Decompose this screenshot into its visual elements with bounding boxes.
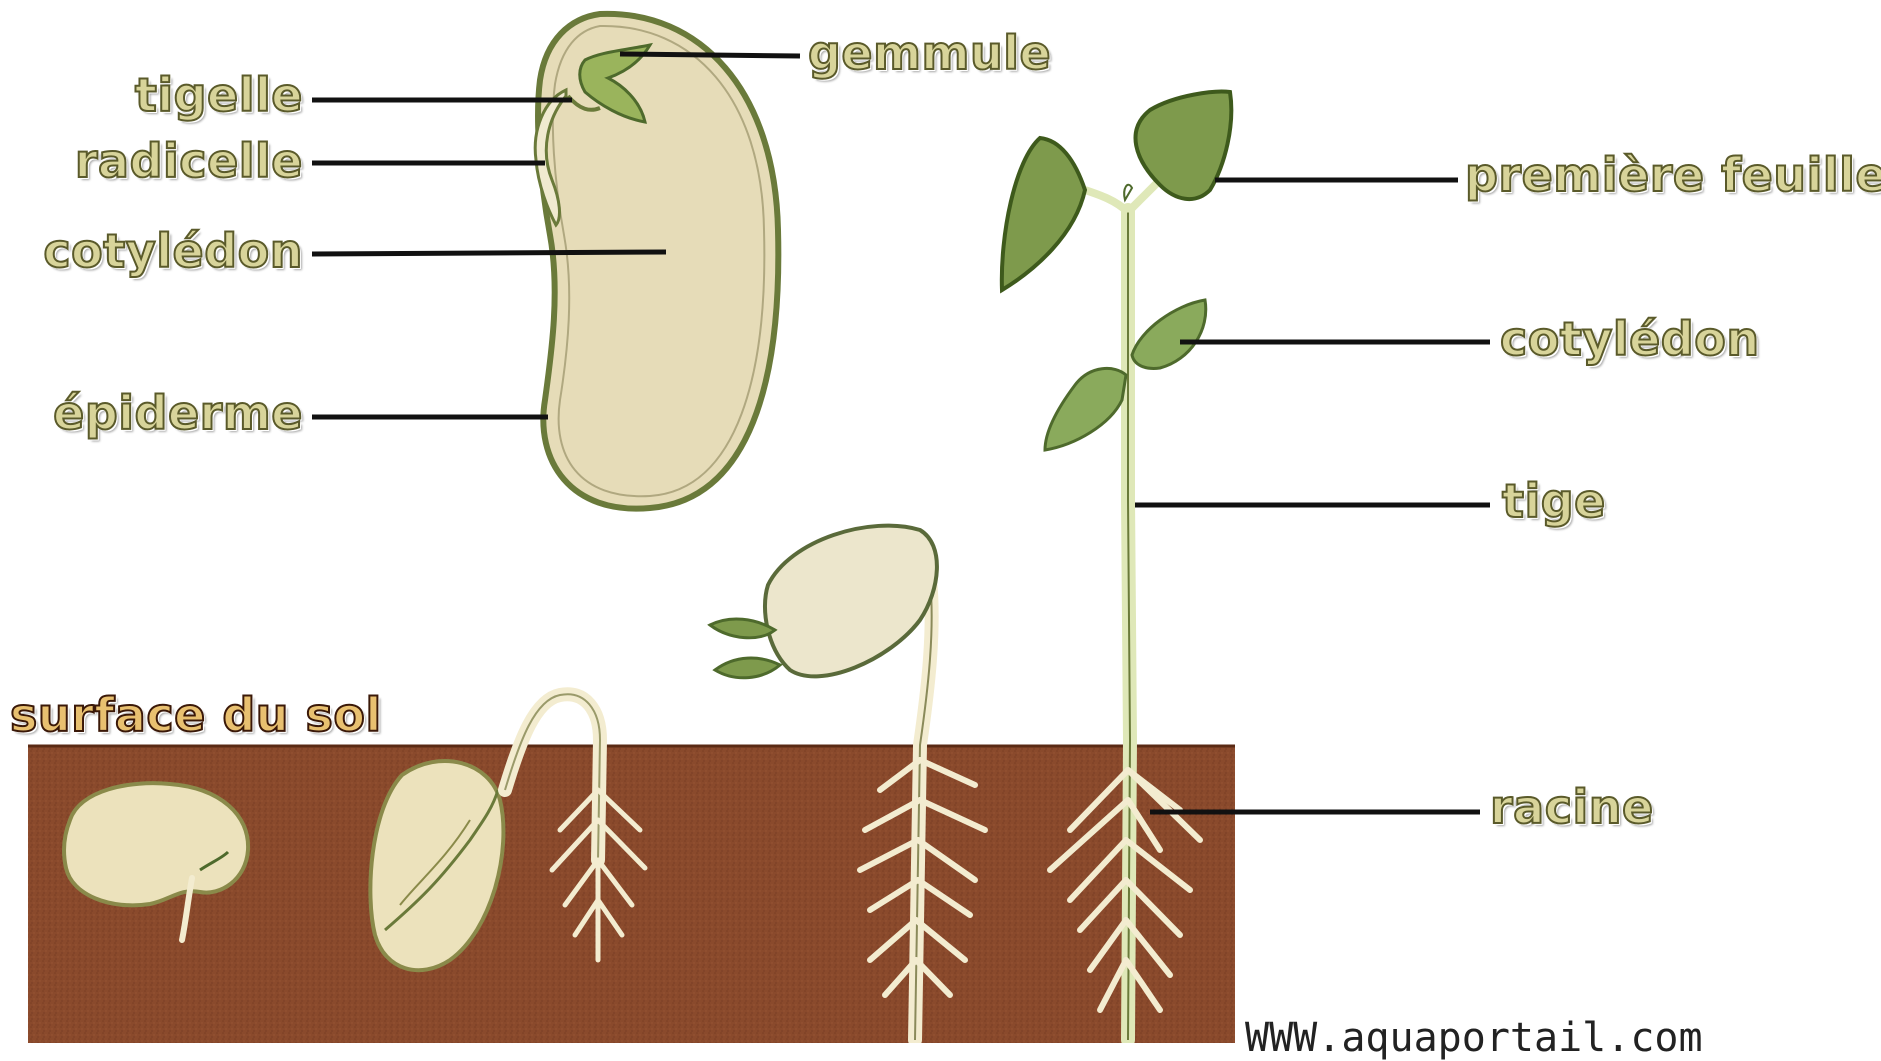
leader-line-gemmule [620, 54, 800, 56]
plant-cotyledon-right [1132, 300, 1206, 368]
label-gemmule: gemmule [808, 30, 1051, 76]
first-leaf-left [1002, 138, 1085, 290]
label-racine: racine [1490, 784, 1654, 830]
label-epiderme: épiderme [53, 390, 303, 436]
plant-cotyledon-left [1045, 368, 1126, 450]
label-cotyledon-plant: cotylédon [1500, 316, 1760, 362]
label-surface-du-sol: surface du sol [10, 692, 382, 738]
first-leaf-right [1136, 92, 1232, 199]
label-premiere-feuille: première feuille [1465, 152, 1881, 198]
label-radicelle: radicelle [75, 138, 303, 184]
label-cotyledon-seed: cotylédon [43, 228, 303, 274]
seed-cross-section [535, 14, 778, 509]
leader-line-cotyledon-seed [312, 252, 666, 254]
label-tigelle: tigelle [135, 72, 303, 118]
website-credit: WWW.aquaportail.com [1245, 1018, 1703, 1058]
label-tige: tige [1502, 478, 1606, 524]
